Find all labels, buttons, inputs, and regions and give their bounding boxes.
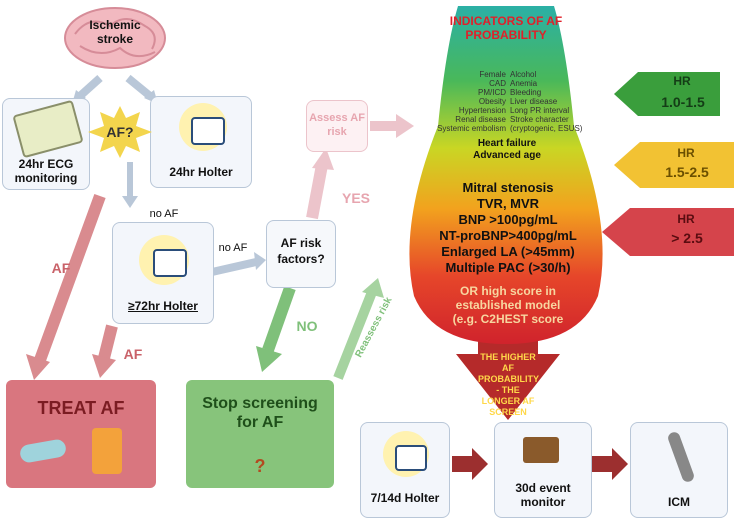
holter-7-14d-box: 7/14d Holter	[360, 422, 450, 518]
mid-indicators: Heart failure Advanced age	[452, 138, 562, 162]
hr-red-range: > 2.5	[671, 230, 703, 246]
af-label-2: AF	[123, 346, 143, 362]
treat-af-label: TREAT AF	[37, 398, 125, 418]
holter-7-14d-label: 7/14d Holter	[370, 491, 440, 505]
no-af-label-2: no AF	[218, 242, 248, 254]
af-label-1: AF	[51, 260, 71, 276]
left-item: Renal disease	[455, 115, 506, 124]
left-item: Obesity	[478, 97, 506, 106]
left-item: PM/ICD	[478, 88, 506, 97]
mid-item: Heart failure	[477, 138, 537, 149]
stop-screening-question: ?	[254, 456, 266, 476]
left-item: Systemic embolism	[437, 124, 506, 133]
holter-screen-icon	[191, 117, 225, 145]
holter-24hr-box: 24hr Holter	[150, 96, 252, 188]
af-risk-factors-label: AF risk factors?	[277, 236, 325, 266]
af-question-label: AF?	[106, 124, 134, 140]
right-item: (cryptogenic, ESUS)	[510, 124, 583, 133]
hr-green-label: HR	[673, 74, 691, 88]
higher-af-label: THE HIGHER AF PROBABILITY - THE LONGER A…	[478, 352, 540, 417]
af-risk-factors-box: AF risk factors?	[266, 220, 336, 288]
indicators-left-list: Female CAD PM/ICD Obesity Hypertension R…	[432, 70, 506, 133]
hr-flag-red	[602, 208, 734, 256]
hr-flag-yellow	[614, 142, 734, 188]
event-monitor-box: 30d event monitor	[494, 422, 592, 518]
holter72-screen-icon	[153, 249, 187, 277]
hr-red-label: HR	[677, 212, 695, 226]
stop-screening-box: Stop screening for AF ?	[186, 380, 334, 488]
score-item: (e.g. C2HEST score	[452, 312, 564, 326]
icm-box: ICM	[630, 422, 728, 518]
indicators-shape	[398, 6, 614, 344]
high-item: TVR, MVR	[476, 196, 540, 211]
treat-af-box: TREAT AF	[6, 380, 156, 488]
high-item: NT-proBNP>400pg/mL	[439, 228, 577, 243]
icm-device-icon	[666, 430, 696, 484]
holter714-screen-icon	[395, 445, 427, 471]
score-item: established model	[455, 298, 561, 312]
right-item: Long PR interval	[510, 106, 570, 115]
af-question-burst	[88, 106, 152, 158]
high-item: Enlarged LA (>45mm)	[441, 244, 575, 259]
holter-72hr-box: ≥72hr Holter	[112, 222, 214, 324]
ecg-24hr-label: 24hr ECG monitoring	[14, 157, 78, 185]
icm-label: ICM	[668, 495, 690, 509]
hr-yellow-label: HR	[677, 146, 695, 160]
pill-bottle-icon	[92, 428, 122, 474]
assess-af-risk-label: Assess AF risk	[309, 112, 365, 138]
hr-yellow-range: 1.5-2.5	[665, 164, 709, 180]
event-monitor-label: 30d event monitor	[515, 481, 571, 509]
high-indicators: Mitral stenosis TVR, MVR BNP >100pg/mL N…	[414, 180, 602, 276]
indicators-title: INDICATORS OF AF PROBABILITY	[449, 14, 563, 42]
no-label: NO	[296, 318, 318, 334]
score-item: OR high score in	[459, 284, 556, 298]
indicators-right-list: Alcohol Anemia Bleeding Liver disease Lo…	[510, 70, 610, 133]
high-item: Multiple PAC (>30/h)	[445, 260, 571, 275]
event-monitor-icon	[523, 437, 559, 463]
pill-capsule-icon	[18, 438, 68, 464]
hr-green-range: 1.0-1.5	[661, 94, 705, 110]
holter-24hr-label: 24hr Holter	[169, 165, 233, 179]
right-item: Anemia	[510, 79, 538, 88]
holter-72hr-label: ≥72hr Holter	[128, 299, 198, 313]
brain-icon	[60, 4, 170, 72]
right-item: Stroke character	[510, 115, 569, 124]
high-item: Mitral stenosis	[462, 180, 554, 195]
left-item: Hypertension	[458, 106, 506, 115]
left-item: CAD	[489, 79, 506, 88]
mid-item: Advanced age	[473, 150, 541, 161]
right-item: Alcohol	[510, 70, 537, 79]
ischemic-stroke-label: Ischemic stroke	[89, 18, 141, 46]
stop-screening-label: Stop screening for AF	[202, 395, 318, 431]
assess-af-risk-box: Assess AF risk	[306, 100, 368, 152]
high-item: BNP >100pg/mL	[458, 212, 558, 227]
hr-flag-green	[614, 72, 720, 116]
left-item: Female	[479, 70, 506, 79]
score-indicators: OR high score in established model (e.g.…	[420, 284, 596, 326]
yes-label: YES	[341, 190, 370, 206]
no-af-label-1: no AF	[149, 208, 179, 220]
right-item: Bleeding	[510, 88, 542, 97]
right-item: Liver disease	[510, 97, 558, 106]
ecg-24hr-box: 24hr ECG monitoring	[2, 98, 90, 190]
